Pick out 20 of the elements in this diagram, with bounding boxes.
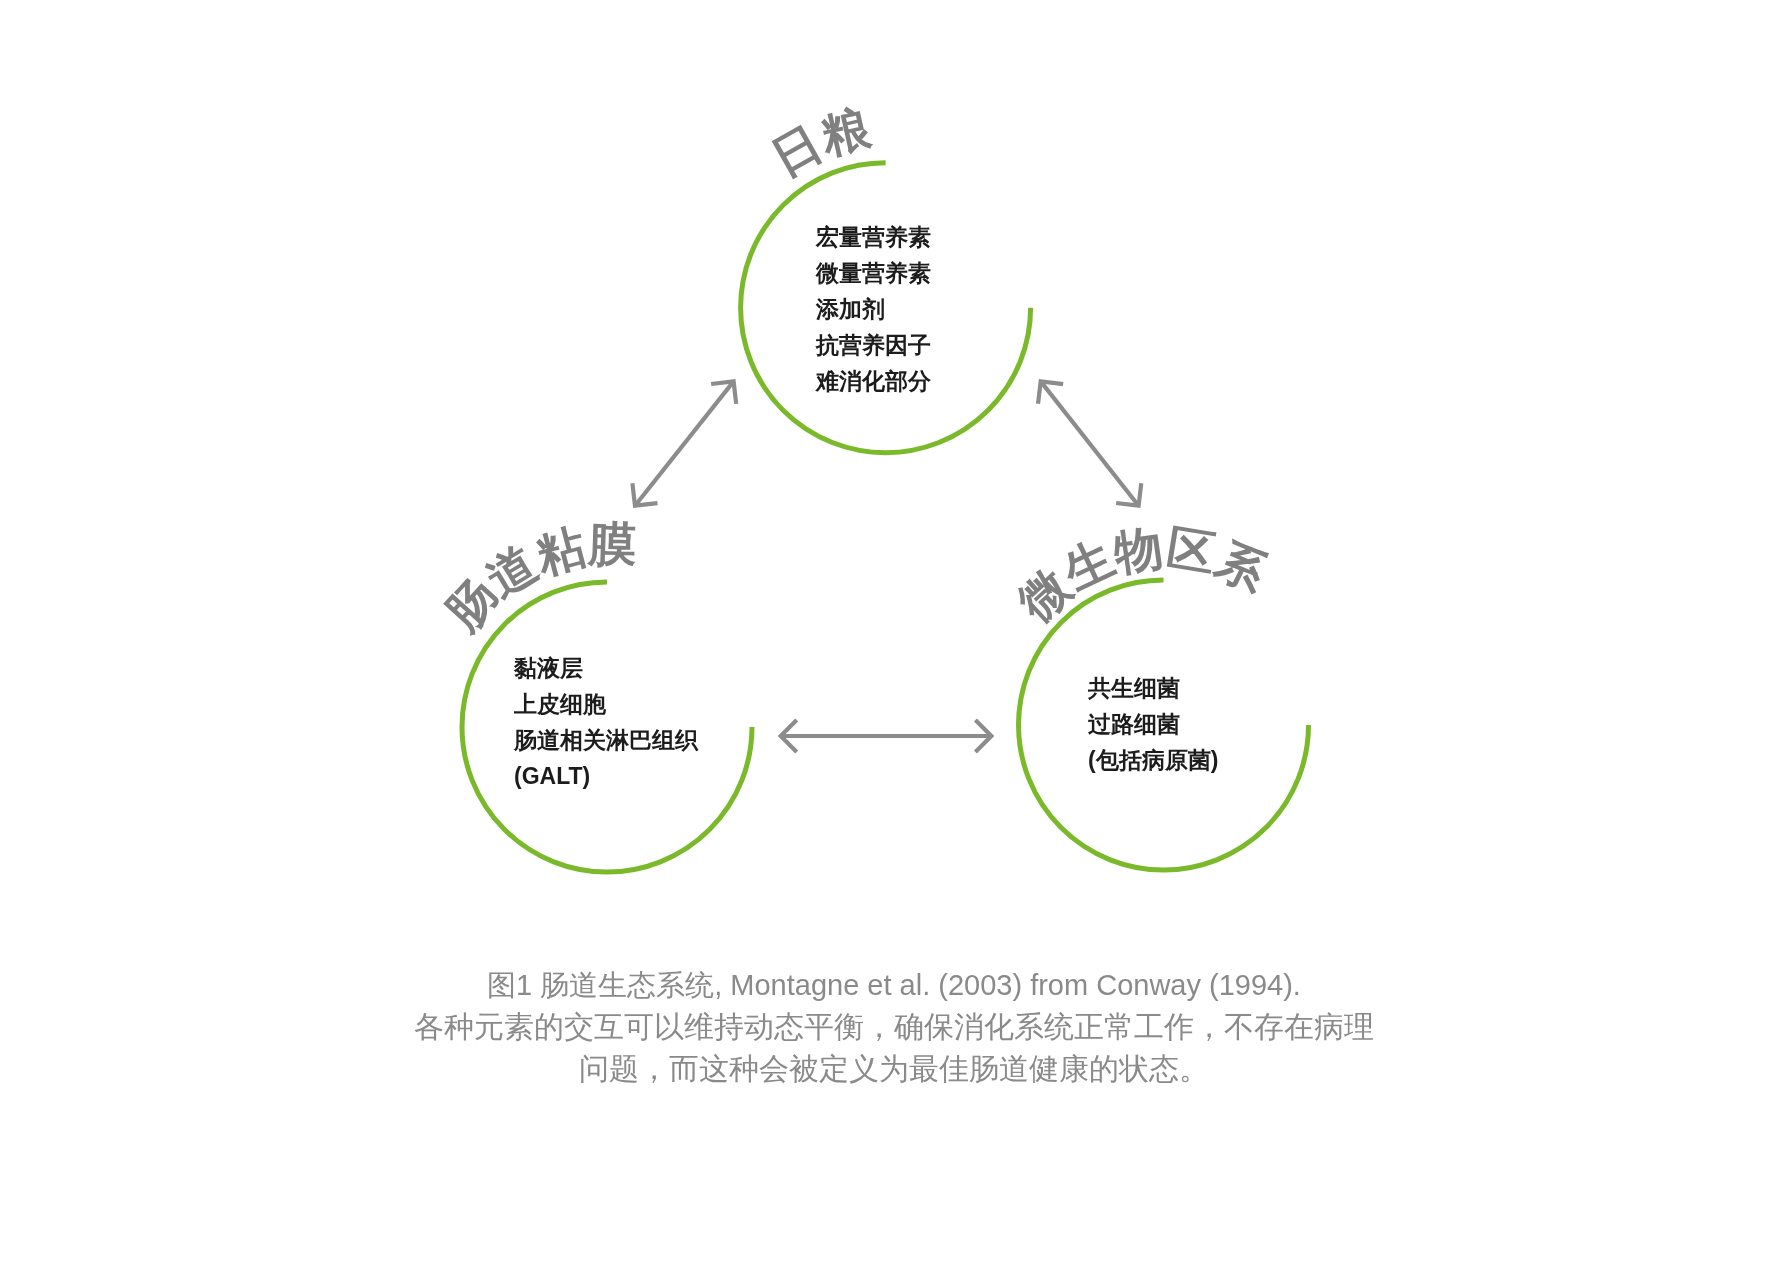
double-arrow [1035,379,1144,508]
item-text: 上皮细胞 [514,690,606,719]
item-text: (包括病原菌) [1088,746,1219,775]
arc-heading: 微生物区系 [1008,520,1276,631]
item-text: 微量营养素 [816,259,931,288]
arc-heading: 肠道粘膜 [435,517,638,641]
item-text: 过路细菌 [1088,710,1180,739]
double-arrow [778,717,994,755]
item-text: 添加剂 [816,295,885,324]
item-text: 抗营养因子 [816,331,931,360]
double-arrow [630,379,739,508]
figure-title: 图1 肠道生态系统, Montagne et al. (2003) from Conway (1994). [487,968,1301,1003]
item-text: 黏液层 [514,654,583,683]
item-text: 难消化部分 [816,367,931,396]
item-text: (GALT) [514,762,591,791]
item-text: 肠道相关淋巴组织 [514,726,698,755]
arc-heading: 日粮 [763,100,876,186]
item-text: 宏量营养素 [816,223,931,252]
item-text: 共生细菌 [1088,674,1180,703]
caption-text: 各种元素的交互可以维持动态平衡，确保消化系统正常工作，不存在病理问题，而这种会被定义为最佳肠道健康的状态。 [413,1009,1375,1087]
